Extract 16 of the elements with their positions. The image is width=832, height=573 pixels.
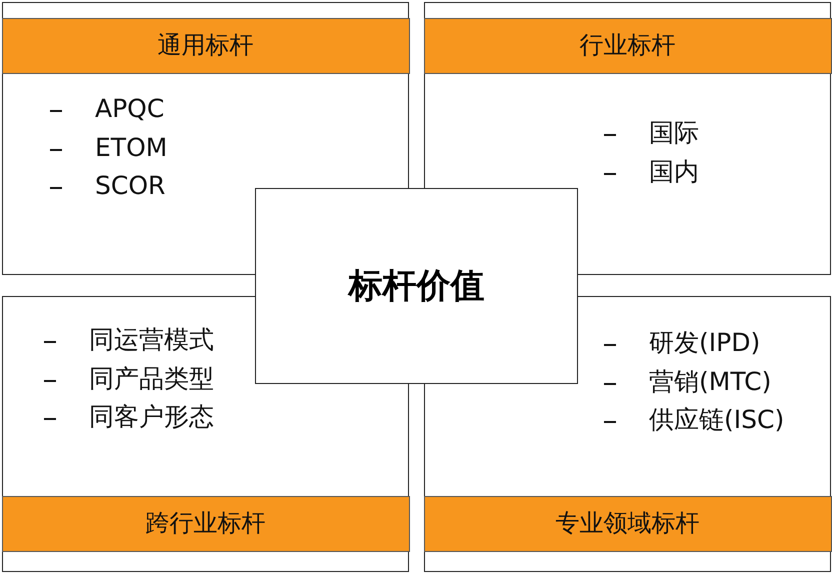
list-item: 国内 — [649, 156, 699, 186]
list-item: 供应链(ISC) — [649, 405, 784, 435]
list-item: ETOM — [95, 132, 168, 162]
list-item: 国际 — [649, 118, 699, 148]
list-item: 同客户形态 — [89, 402, 214, 432]
list-item: SCOR — [95, 171, 166, 201]
list-item: 同产品类型 — [89, 364, 214, 394]
header-band: 专业领域标杆 — [424, 496, 832, 552]
header-band: 跨行业标杆 — [2, 496, 410, 552]
header-band: 行业标杆 — [424, 18, 832, 74]
list-item: 研发(IPD) — [649, 328, 760, 358]
center-box: 标杆价值 — [255, 188, 578, 384]
list-item: APQC — [95, 94, 164, 124]
list-item: 营销(MTC) — [649, 366, 772, 396]
header-band: 通用标杆 — [2, 18, 410, 74]
list-item: 同运营模式 — [89, 325, 214, 355]
